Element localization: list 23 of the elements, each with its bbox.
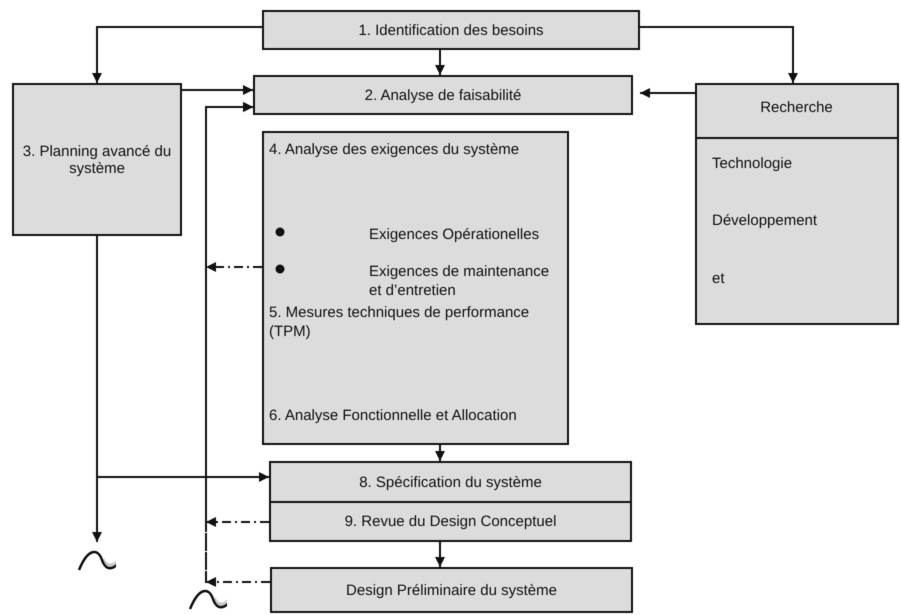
box-label: 9. Revue du Design Conceptuel — [344, 513, 556, 530]
list-item: Technologie — [712, 155, 794, 174]
section-heading: Recherche — [759, 99, 834, 118]
process-box — [269, 461, 632, 503]
numbered-item: 6. Analyse Fonctionnelle et Allocation — [269, 407, 518, 426]
box-label: Design Préliminaire du système — [346, 582, 557, 598]
box-label: 2. Analyse de faisabilité — [364, 86, 522, 104]
process-box — [12, 83, 182, 236]
process-box — [269, 501, 632, 542]
process-box — [695, 83, 899, 325]
process-box — [270, 567, 633, 613]
box-label: 8. Spécification du système — [359, 474, 542, 490]
process-box — [253, 75, 633, 115]
process-box — [262, 131, 569, 445]
list-item: Développement — [712, 212, 818, 231]
bullet-text: Exigences Opérationelles — [369, 226, 540, 245]
section-heading: 4. Analyse des exigences du système — [269, 141, 520, 160]
bullet-text: Exigences de maintenance et d’entretien — [369, 263, 550, 300]
box-label: 1. Identification des besoins — [358, 22, 544, 38]
box-label: 3. Planning avancé du système — [22, 142, 172, 176]
process-box — [262, 10, 640, 50]
numbered-item: 5. Mesures techniques de performance (TPM) — [269, 304, 530, 342]
list-item: et — [712, 270, 726, 289]
